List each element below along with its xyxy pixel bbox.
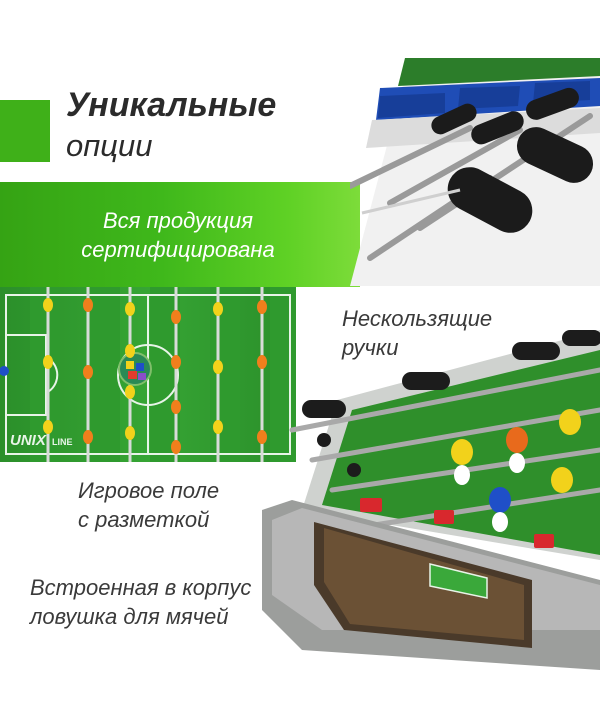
- field-photo: UNIX LINE UNIX LINE: [0, 287, 296, 462]
- certification-line-1: Вся продукция: [103, 208, 253, 233]
- feature-handles-line-2: ручки: [342, 335, 399, 360]
- feature-field-caption: Игровое поле с разметкой: [78, 476, 219, 534]
- feature-trap-line-2: ловушка для мячей: [30, 604, 229, 629]
- page-title: Уникальные: [66, 86, 277, 124]
- accent-bar: [0, 100, 50, 162]
- certification-text: Вся продукция сертифицирована: [28, 206, 328, 264]
- certification-line-2: сертифицирована: [81, 237, 275, 262]
- handles-photo: [350, 58, 600, 286]
- feature-trap-line-1: Встроенная в корпус: [30, 575, 252, 600]
- feature-field-line-1: Игровое поле: [78, 478, 220, 503]
- certification-banner: [0, 182, 360, 287]
- field-logo-brand: UNIX: [10, 432, 47, 449]
- feature-field-line-2: с разметкой: [78, 507, 210, 532]
- page-subtitle: опции: [66, 128, 153, 163]
- feature-handles-line-1: Нескользящие: [342, 306, 493, 331]
- table-trap-photo: [262, 330, 600, 670]
- field-logo-sub: LINE: [52, 437, 73, 447]
- feature-trap-caption: Встроенная в корпус ловушка для мячей: [30, 573, 251, 631]
- feature-handles-caption: Нескользящие ручки: [342, 304, 492, 362]
